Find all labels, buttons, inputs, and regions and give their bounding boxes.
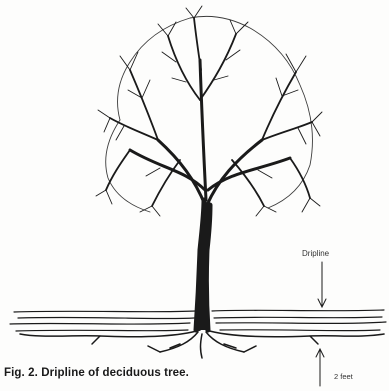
roots [20,330,384,358]
depth-arrow [316,349,324,386]
dripline-arrow [318,262,326,307]
crown-twigs [106,16,313,212]
fine-twigs [96,6,322,216]
depth-label: 2 feet [334,372,353,381]
secondary-branches [106,18,312,206]
figure-caption: Fig. 2. Dripline of deciduous tree. [4,367,189,379]
dripline-label: Dripline [302,249,329,258]
